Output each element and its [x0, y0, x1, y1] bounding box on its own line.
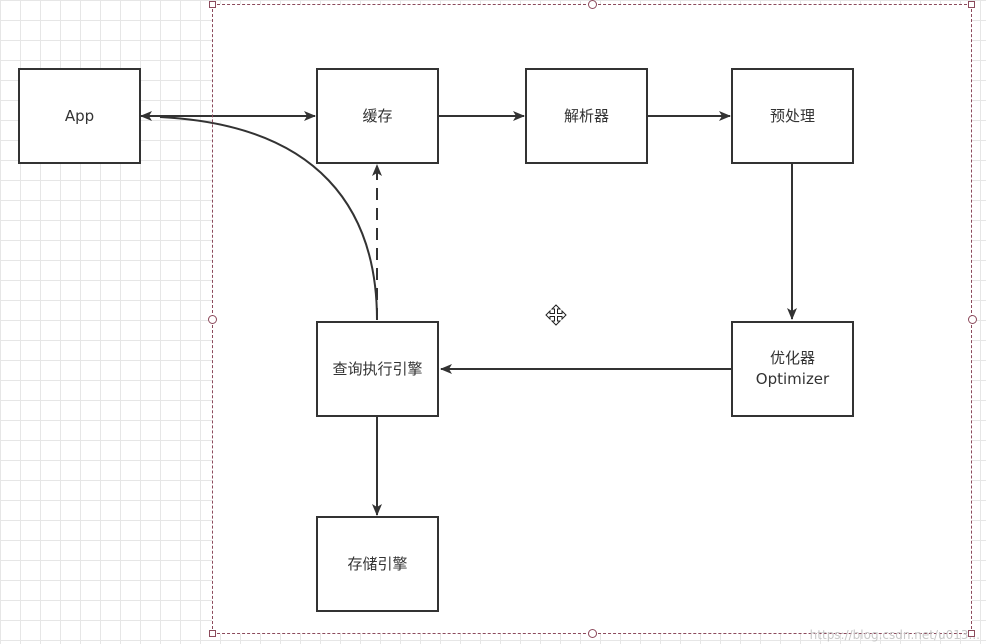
node-optimizer-label-en: Optimizer — [755, 370, 830, 388]
node-app-label: App — [64, 106, 95, 125]
node-executor[interactable]: 查询执行引擎 — [316, 321, 439, 417]
selection-handle-middle-left[interactable] — [208, 315, 217, 324]
selection-handle-top-right[interactable] — [968, 1, 975, 8]
node-preprocess[interactable]: 预处理 — [731, 68, 854, 164]
node-parser-label: 解析器 — [563, 106, 609, 125]
edge-executor-app-curve[interactable] — [159, 116, 378, 321]
selection-handle-bottom-center[interactable] — [588, 629, 597, 638]
node-optimizer[interactable]: 优化器 Optimizer — [731, 321, 854, 417]
node-cache-label: 缓存 — [362, 106, 393, 125]
selection-handle-top-left[interactable] — [209, 1, 216, 8]
watermark: https://blog.csdn.net/u013... — [809, 628, 980, 642]
node-parser[interactable]: 解析器 — [525, 68, 648, 164]
node-storage-label: 存储引擎 — [347, 554, 408, 573]
node-storage[interactable]: 存储引擎 — [316, 516, 439, 612]
node-executor-label: 查询执行引擎 — [332, 359, 423, 378]
selection-handle-top-center[interactable] — [588, 0, 597, 9]
node-preprocess-label: 预处理 — [769, 106, 815, 125]
selection-handle-bottom-right[interactable] — [968, 630, 975, 637]
selection-handle-middle-right[interactable] — [968, 315, 977, 324]
move-cursor-icon — [545, 304, 567, 326]
node-app[interactable]: App — [18, 68, 141, 164]
selection-handle-bottom-left[interactable] — [209, 630, 216, 637]
node-optimizer-label-cn: 优化器 — [769, 349, 815, 367]
node-cache[interactable]: 缓存 — [316, 68, 439, 164]
